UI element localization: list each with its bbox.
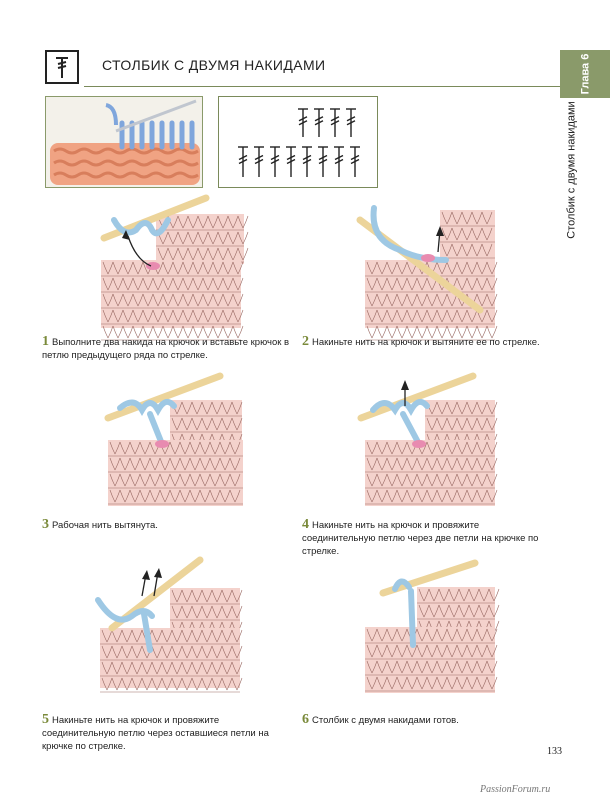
fabric <box>101 260 244 341</box>
stitch-symbol-box <box>45 50 79 84</box>
step-1-illustration <box>100 194 249 341</box>
step-number: 6 <box>302 712 309 727</box>
double-crochet-symbol <box>346 108 356 137</box>
double-crochet-symbol <box>330 108 340 137</box>
arrow-icon <box>122 230 130 240</box>
double-crochet-symbol <box>286 146 296 177</box>
yarn <box>95 597 155 623</box>
double-crochet-symbol <box>270 146 280 177</box>
double-crochet-symbol <box>298 108 308 137</box>
step-text: Столбик с двумя накидами готов. <box>312 715 459 726</box>
yarn <box>392 578 412 592</box>
chapter-tab-label-wrap: Глава 6 <box>560 50 610 98</box>
stitch-symbol-diagram <box>218 96 378 188</box>
double-crochet-symbol-icon <box>56 57 68 78</box>
step-number: 2 <box>302 334 309 349</box>
yarn <box>111 217 171 237</box>
fabric <box>100 628 243 693</box>
target-loop <box>146 262 160 270</box>
hook <box>104 372 224 422</box>
double-crochet-symbol <box>334 146 344 177</box>
step-text: Накиньте нить на крючок и вытяните ее по… <box>312 337 540 348</box>
step-number: 5 <box>42 712 49 727</box>
watermark: PassionForum.ru <box>480 784 551 795</box>
page-number: 133 <box>547 746 562 757</box>
crochet-swatch-photo <box>45 96 203 188</box>
step-number: 4 <box>302 517 309 532</box>
step-text: Рабочая нить вытянута. <box>52 520 158 531</box>
fabric <box>108 440 243 506</box>
step-3-illustration <box>104 372 243 506</box>
arrow-icon <box>401 380 409 390</box>
fabric <box>170 588 243 637</box>
double-crochet-symbol <box>318 146 328 177</box>
step-2-illustration <box>356 205 498 341</box>
double-crochet-symbol <box>350 146 360 177</box>
step-number: 1 <box>42 334 49 349</box>
step-text: Выполните два накида на крючок и вставьт… <box>42 337 290 361</box>
double-crochet-symbol <box>302 146 312 177</box>
fabric <box>365 627 498 693</box>
section-side-label-wrap: Столбик с двумя накидами <box>560 100 584 240</box>
step-text: Накиньте нить на крючок и провяжите соед… <box>42 715 269 752</box>
step-4-illustration <box>357 372 498 506</box>
page-title: СТОЛБИК С ДВУМЯ НАКИДАМИ <box>102 57 326 73</box>
double-crochet-symbol <box>254 146 264 177</box>
section-side-label: Столбик с двумя накидами <box>566 101 579 239</box>
step-6-illustration <box>365 559 500 693</box>
arrow-icon <box>436 226 444 236</box>
double-crochet-symbol <box>238 146 248 177</box>
hook <box>357 372 477 422</box>
yarn <box>117 398 177 417</box>
target-loop <box>412 440 426 448</box>
step-number: 3 <box>42 517 49 532</box>
target-loop <box>155 440 169 448</box>
arrow-icon <box>142 570 150 580</box>
double-crochet-symbol <box>314 108 324 137</box>
chapter-tab-label: Глава 6 <box>578 53 591 95</box>
fabric <box>365 440 498 506</box>
yarn <box>370 398 430 417</box>
chapter-tab <box>560 50 610 98</box>
step-text: Накиньте нить на крючок и провяжите соед… <box>302 520 539 557</box>
title-divider <box>84 86 560 87</box>
step-5-illustration <box>95 556 243 693</box>
fabric <box>156 214 249 264</box>
target-loop <box>421 254 435 262</box>
